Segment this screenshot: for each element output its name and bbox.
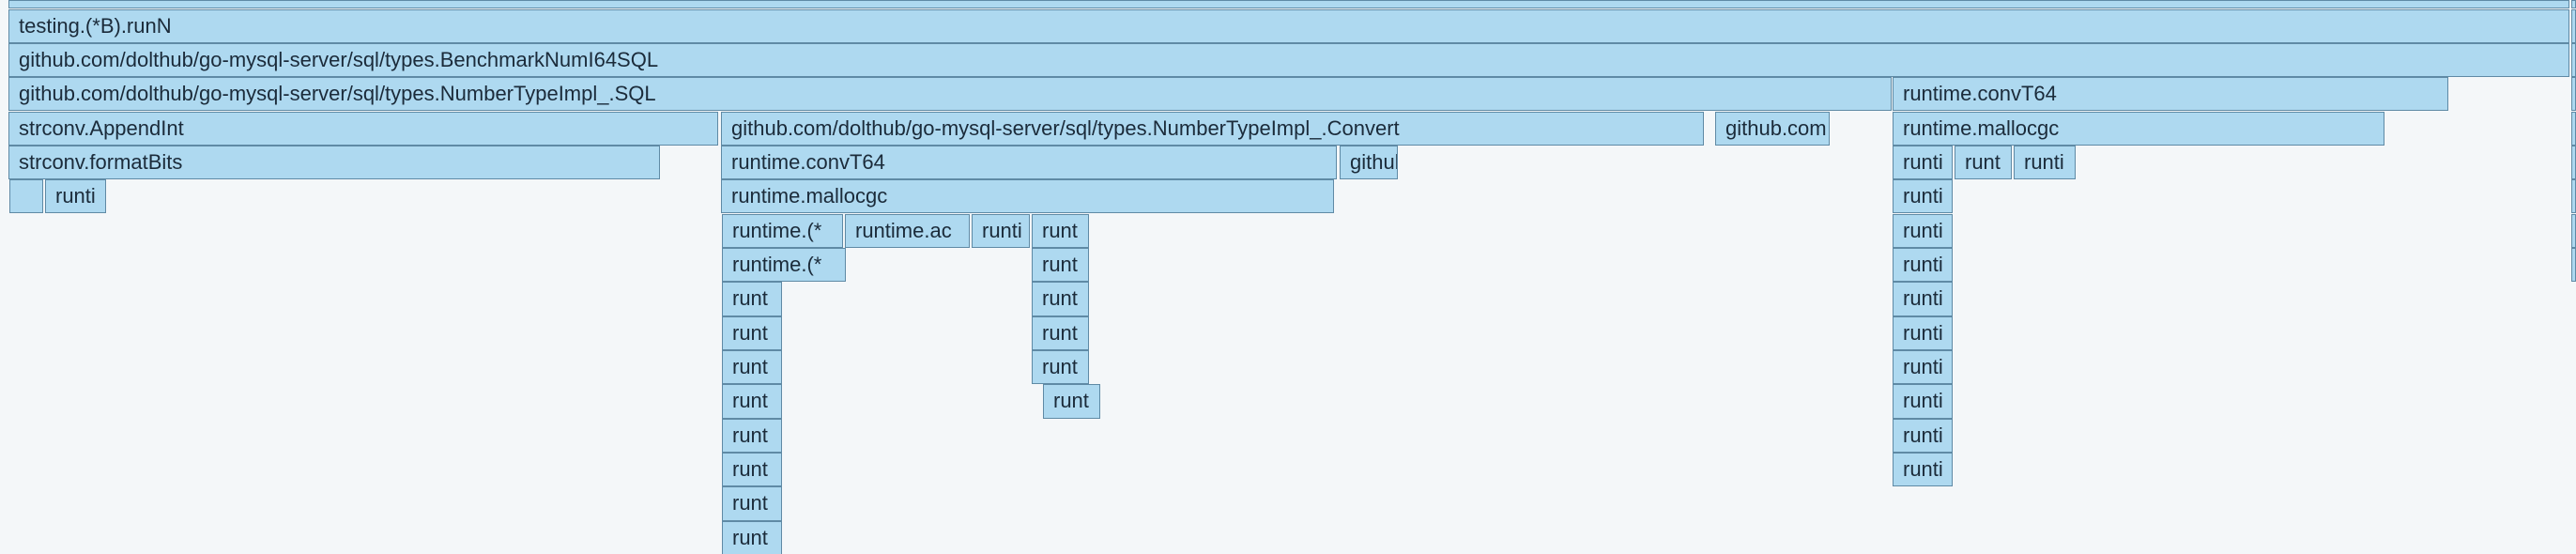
- flame-frame[interactable]: runti: [1893, 179, 1953, 214]
- frame-label: github.com/dolthub/go-mysql-server/sql/t…: [19, 47, 659, 71]
- frame-label: runtime.mallocgc: [731, 184, 888, 208]
- flame-frame[interactable]: runt: [1043, 384, 1100, 419]
- flame-frame[interactable]: runt: [1032, 247, 1089, 283]
- frame-label: runti: [1903, 457, 1943, 481]
- flame-frame[interactable]: [2571, 247, 2576, 283]
- flame-frame[interactable]: runtime.mallocgc: [1893, 111, 2384, 146]
- frame-label: github: [1350, 149, 1397, 174]
- frame-label: runt: [1042, 355, 1078, 378]
- flame-frame[interactable]: github.com/dolthub/go-mysql-server/sql/t…: [721, 111, 1704, 146]
- flame-frame[interactable]: runt: [722, 418, 782, 453]
- flame-frame[interactable]: github.com/dolthub/go-mysql-server/sql/t…: [8, 77, 1892, 112]
- frame-label: runt: [732, 423, 768, 447]
- flame-frame[interactable]: runt: [722, 486, 782, 521]
- flame-frame[interactable]: runtime.(*: [722, 247, 846, 283]
- frame-label: runt: [1042, 252, 1078, 276]
- frame-label: strconv.formatBits: [19, 149, 183, 174]
- flame-frame[interactable]: runt: [1032, 315, 1089, 350]
- flame-frame[interactable]: runti: [1893, 350, 1953, 385]
- flame-frame[interactable]: runti: [972, 213, 1030, 248]
- frame-label: runtime.ac: [855, 218, 952, 242]
- frame-label: runti: [1903, 355, 1943, 378]
- flame-frame[interactable]: runtime.ac: [845, 213, 970, 248]
- flame-frame[interactable]: runt: [722, 384, 782, 419]
- flame-frame[interactable]: strconv.formatBits: [8, 145, 660, 180]
- flame-frame[interactable]: runti: [1893, 384, 1953, 419]
- flame-frame[interactable]: runti: [1893, 247, 1953, 283]
- flame-frame[interactable]: [2571, 145, 2576, 180]
- frame-label: runti: [1903, 286, 1943, 311]
- frame-label: runt: [732, 320, 768, 345]
- frame-label: github.com/dolthub/go-mysql-server/sql/t…: [731, 115, 1400, 140]
- flame-frame[interactable]: github.com/dolthub/go-mysql-server/sql/t…: [8, 42, 2569, 78]
- frame-label: testing.(*B).runN: [19, 13, 172, 38]
- flame-frame[interactable]: [2571, 77, 2576, 112]
- flame-frame[interactable]: github: [1340, 145, 1398, 180]
- frame-label: runt: [1042, 320, 1078, 345]
- flame-frame[interactable]: runtime.convT64: [1893, 77, 2448, 112]
- frame-label: runti: [1903, 423, 1943, 447]
- flame-frame[interactable]: [9, 179, 43, 214]
- frame-label: github.com/dolthub/go-mysql-server/sql/t…: [19, 82, 656, 106]
- frame-label: runti: [1903, 218, 1943, 242]
- flame-frame[interactable]: [2571, 179, 2576, 214]
- flame-frame[interactable]: runt: [1032, 282, 1089, 316]
- flame-frame[interactable]: runti: [45, 179, 106, 214]
- flame-frame[interactable]: runt: [1955, 145, 2012, 180]
- frame-label: runtime.(*: [732, 252, 822, 276]
- flame-frame[interactable]: runt: [722, 315, 782, 350]
- flame-frame[interactable]: [2571, 42, 2576, 78]
- frame-label: runti: [55, 184, 96, 208]
- frame-label: runtime.convT64: [1903, 82, 2057, 106]
- flame-frame[interactable]: github.com: [1715, 111, 1830, 146]
- frame-label: runt: [732, 457, 768, 481]
- frame-label: runt: [1042, 218, 1078, 242]
- frame-label: runt: [732, 491, 768, 516]
- flame-frame[interactable]: runti: [1893, 213, 1953, 248]
- frame-label: runt: [732, 286, 768, 311]
- flame-frame[interactable]: runti: [1893, 282, 1953, 316]
- flame-frame[interactable]: strconv.AppendInt: [8, 111, 718, 146]
- frame-label: runtime.mallocgc: [1903, 115, 2060, 140]
- flame-frame[interactable]: [2571, 8, 2576, 43]
- flame-frame[interactable]: runt: [722, 453, 782, 487]
- flame-frame[interactable]: runt: [722, 350, 782, 385]
- flame-frame[interactable]: runt: [1032, 213, 1089, 248]
- frame-label: runti: [1903, 149, 1943, 174]
- flame-frame[interactable]: runti: [1893, 145, 1953, 180]
- frame-label: github.com: [1725, 115, 1827, 140]
- flame-frame[interactable]: runti: [2014, 145, 2076, 180]
- flame-frame[interactable]: runti: [1893, 418, 1953, 453]
- frame-label: runti: [1903, 389, 1943, 413]
- frame-label: runti: [1903, 252, 1943, 276]
- flame-frame[interactable]: [8, 0, 2569, 8]
- frame-label: runti: [2024, 149, 2064, 174]
- flame-frame[interactable]: runtime.convT64: [721, 145, 1337, 180]
- frame-label: runti: [1903, 184, 1943, 208]
- frame-label: runt: [732, 389, 768, 413]
- frame-label: runti: [1903, 320, 1943, 345]
- flame-frame[interactable]: runtime.mallocgc: [721, 179, 1334, 214]
- frame-label: strconv.AppendInt: [19, 115, 184, 140]
- flame-frame[interactable]: [2571, 0, 2576, 8]
- frame-label: runt: [1053, 389, 1089, 413]
- flame-frame[interactable]: runti: [1893, 453, 1953, 487]
- flame-frame[interactable]: runtime.(*: [722, 213, 843, 248]
- flame-frame[interactable]: runt: [722, 282, 782, 316]
- frame-label: runt: [1042, 286, 1078, 311]
- frame-label: runt: [1965, 149, 2001, 174]
- flame-frame[interactable]: runt: [1032, 350, 1089, 385]
- frame-label: runti: [982, 218, 1022, 242]
- frame-label: runtime.convT64: [731, 149, 885, 174]
- flame-frame[interactable]: [2571, 213, 2576, 248]
- frame-label: runtime.(*: [732, 218, 822, 242]
- flame-frame[interactable]: runt: [722, 520, 782, 554]
- flame-frame[interactable]: testing.(*B).runN: [8, 8, 2569, 43]
- frame-label: runt: [732, 355, 768, 378]
- frame-label: runt: [732, 525, 768, 549]
- flame-frame[interactable]: runti: [1893, 315, 1953, 350]
- flame-frame[interactable]: [2571, 111, 2576, 146]
